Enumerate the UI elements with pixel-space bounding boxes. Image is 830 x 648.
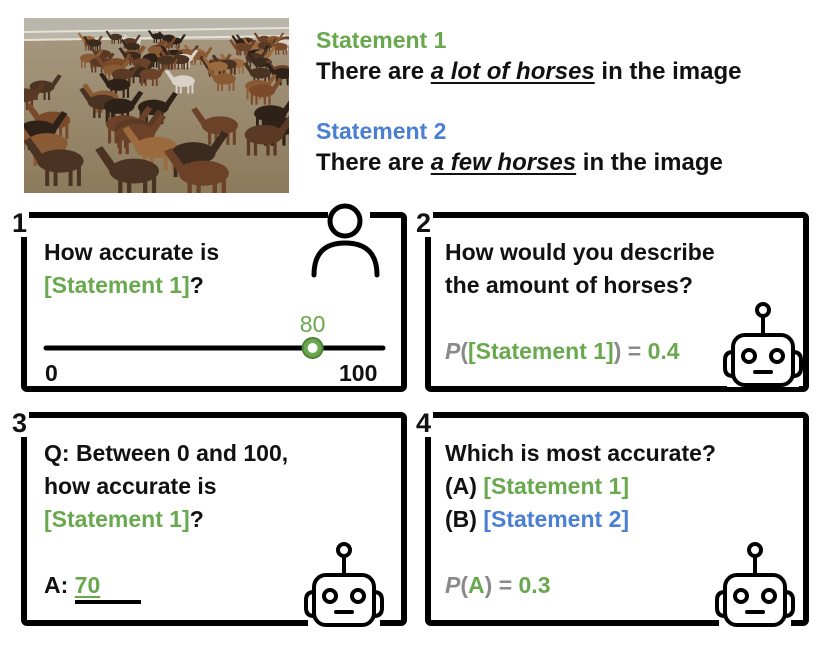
panel-4-option-b-label: (B)	[445, 506, 484, 532]
panel-1-statement-ref: [Statement 1]	[44, 272, 190, 298]
panel-3	[21, 412, 407, 626]
panel-1	[21, 212, 407, 392]
panel-2-question: How would you describe the amount of hor…	[445, 236, 715, 302]
panel-2-prob-p: P	[445, 338, 461, 364]
panel-2-line-1: How would you describe	[445, 239, 715, 265]
horse-shape	[24, 81, 46, 110]
statement-2-emphasis: a few horses	[430, 149, 577, 176]
panel-2-number: 2	[414, 208, 434, 238]
horse-shape	[147, 29, 165, 44]
horse-shape	[244, 115, 289, 156]
panel-4-prob-close: ) =	[484, 572, 519, 598]
panel-3-qmark: ?	[189, 506, 204, 532]
panel-4	[425, 412, 809, 626]
panel-3-line-3: [Statement 1]?	[44, 503, 288, 536]
panel-2-probability: P([Statement 1]) = 0.4	[445, 335, 680, 368]
horse-shape	[139, 63, 168, 86]
panel-4-line-1: Which is most accurate?	[445, 440, 716, 466]
panel-2-prob-ref: [Statement 1]	[468, 338, 614, 364]
panel-3-statement-ref: [Statement 1]	[44, 506, 190, 532]
robot-icon	[715, 542, 795, 627]
panel-4-prob-value: 0.3	[518, 572, 551, 598]
panel-1-qmark: ?	[189, 272, 204, 298]
horse-shape	[164, 69, 195, 94]
horse-shape	[95, 146, 160, 193]
panel-1-line-2: [Statement 1]?	[44, 269, 219, 302]
slider-max-label: 100	[339, 360, 378, 386]
panel-3-answer-prefix: A:	[44, 572, 75, 598]
panel-4-number: 4	[414, 408, 434, 438]
panel-3-answer: A: 70	[44, 569, 141, 604]
horse-shape	[249, 77, 283, 105]
panel-3-number: 3	[10, 408, 30, 438]
panel-3-question: Q: Between 0 and 100, how accurate is [S…	[44, 437, 288, 536]
statement-1-emphasis: a lot of horses	[430, 58, 595, 85]
panel-4-option-b: (B) [Statement 2]	[445, 503, 716, 536]
panel-4-option-b-ref: [Statement 2]	[483, 506, 630, 532]
panel-2-line-2: the amount of horses?	[445, 272, 693, 298]
statement-2-prefix: There are	[316, 149, 431, 176]
statement-2-suffix: in the image	[576, 149, 723, 176]
panel-1-question: How accurate is [Statement 1]?	[44, 236, 219, 302]
horse-shape	[157, 50, 181, 71]
horse-shape	[206, 67, 236, 92]
panel-3-line-2: how accurate is	[44, 473, 217, 499]
statement-1-prefix: There are	[316, 58, 431, 85]
panel-4-prob-ref: A	[468, 572, 485, 598]
panel-4-question: Which is most accurate? (A) [Statement 1…	[445, 437, 716, 536]
panel-4-probability: P(A) = 0.3	[445, 569, 551, 602]
slider-min-label: 0	[45, 360, 58, 386]
horse-shape	[268, 39, 288, 55]
slider-thumb[interactable]	[301, 337, 324, 359]
panel-4-option-a-ref: [Statement 1]	[483, 473, 630, 499]
panel-4-option-a-label: (A)	[445, 473, 484, 499]
robot-icon	[723, 302, 803, 387]
panel-2-prob-value: 0.4	[647, 338, 680, 364]
robot-icon	[304, 542, 384, 627]
statement-2-title: Statement 2	[316, 118, 447, 144]
panel-2-prob-close: ) =	[613, 338, 648, 364]
panel-4-prob-open: (	[460, 572, 469, 598]
horse-shape	[164, 148, 229, 193]
horse-shape	[191, 107, 238, 145]
statement-1-suffix: in the image	[594, 58, 742, 85]
panel-4-prob-p: P	[445, 572, 461, 598]
panel-2	[425, 212, 809, 392]
accuracy-slider[interactable]	[43, 337, 386, 359]
panel-3-answer-value[interactable]: 70	[74, 571, 141, 604]
statement-1-title: Statement 1	[316, 27, 447, 53]
panel-1-number: 1	[10, 208, 30, 238]
panel-3-line-1: Q: Between 0 and 100,	[44, 440, 289, 466]
panel-1-line-1: How accurate is	[44, 239, 220, 265]
panel-2-prob-open: (	[460, 338, 469, 364]
horse-photo	[24, 18, 289, 193]
horse-shape	[24, 137, 84, 187]
slider-value-label: 80	[299, 311, 326, 337]
person-icon	[311, 198, 380, 278]
statement-1-text: There are a lot of horses in the image	[316, 57, 741, 87]
panel-4-option-a: (A) [Statement 1]	[445, 470, 716, 503]
horse-shape	[105, 30, 123, 44]
statement-2-text: There are a few horses in the image	[316, 148, 723, 178]
